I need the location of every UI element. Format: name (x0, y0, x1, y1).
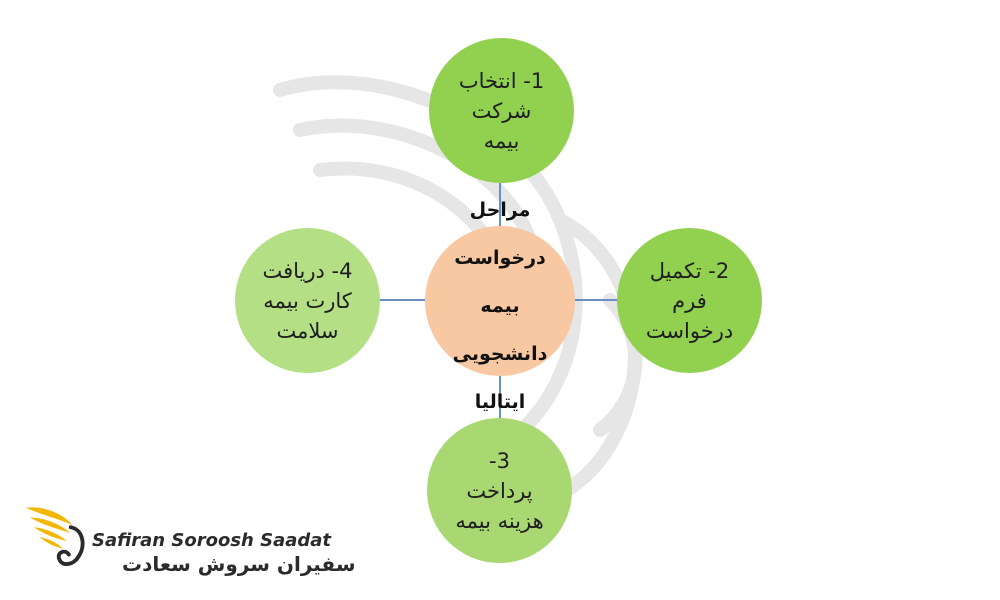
step-4-line: 4- دریافت (262, 258, 353, 283)
center-line-2: درخواست (454, 247, 546, 269)
step-2-line: درخواست (645, 318, 734, 343)
logo-english-name: Safiran Soroosh Saadat (92, 530, 332, 551)
step-4-circle: 4- دریافت کارت بیمه سلامت (235, 228, 380, 373)
step-2-line: 2- تکمیل (649, 258, 730, 283)
step-1-circle: 1- انتخاب شرکت بیمه (429, 38, 574, 183)
step-4-line: کارت بیمه (263, 288, 352, 313)
center-circle (425, 226, 575, 376)
step-4-line: سلامت (276, 318, 339, 343)
center-title: مراحل درخواست بیمه دانشجویی ایتالیا (400, 186, 600, 426)
step-2-line: فرم (672, 288, 707, 313)
step-1-line: شرکت (471, 98, 532, 123)
golden-wing-logo-icon (25, 507, 85, 567)
center-line-1: مراحل (469, 199, 531, 221)
center-line-3: بیمه (480, 295, 520, 317)
step-3-line: 3- (489, 448, 510, 473)
step-4-text: 4- دریافت کارت بیمه سلامت (262, 256, 352, 346)
step-1-line: 1- انتخاب (458, 68, 545, 93)
step-2-circle: 2- تکمیل فرم درخواست (617, 228, 762, 373)
step-2-text: 2- تکمیل فرم درخواست (646, 256, 733, 346)
company-logo: Safiran Soroosh Saadat سفیران سروش سعادت (22, 498, 356, 580)
step-1-text: 1- انتخاب شرکت بیمه (459, 66, 544, 156)
step-3-circle: 3- پرداخت هزینه بیمه (427, 418, 572, 563)
step-3-text: 3- پرداخت هزینه بیمه (455, 446, 543, 536)
step-3-line: پرداخت (466, 478, 533, 503)
step-1-line: بیمه (483, 128, 520, 153)
center-line-5: ایتالیا (474, 391, 526, 413)
logo-persian-name: سفیران سروش سعادت (122, 552, 356, 576)
step-3-line: هزینه بیمه (455, 508, 544, 533)
center-line-4: دانشجویی (452, 343, 548, 365)
